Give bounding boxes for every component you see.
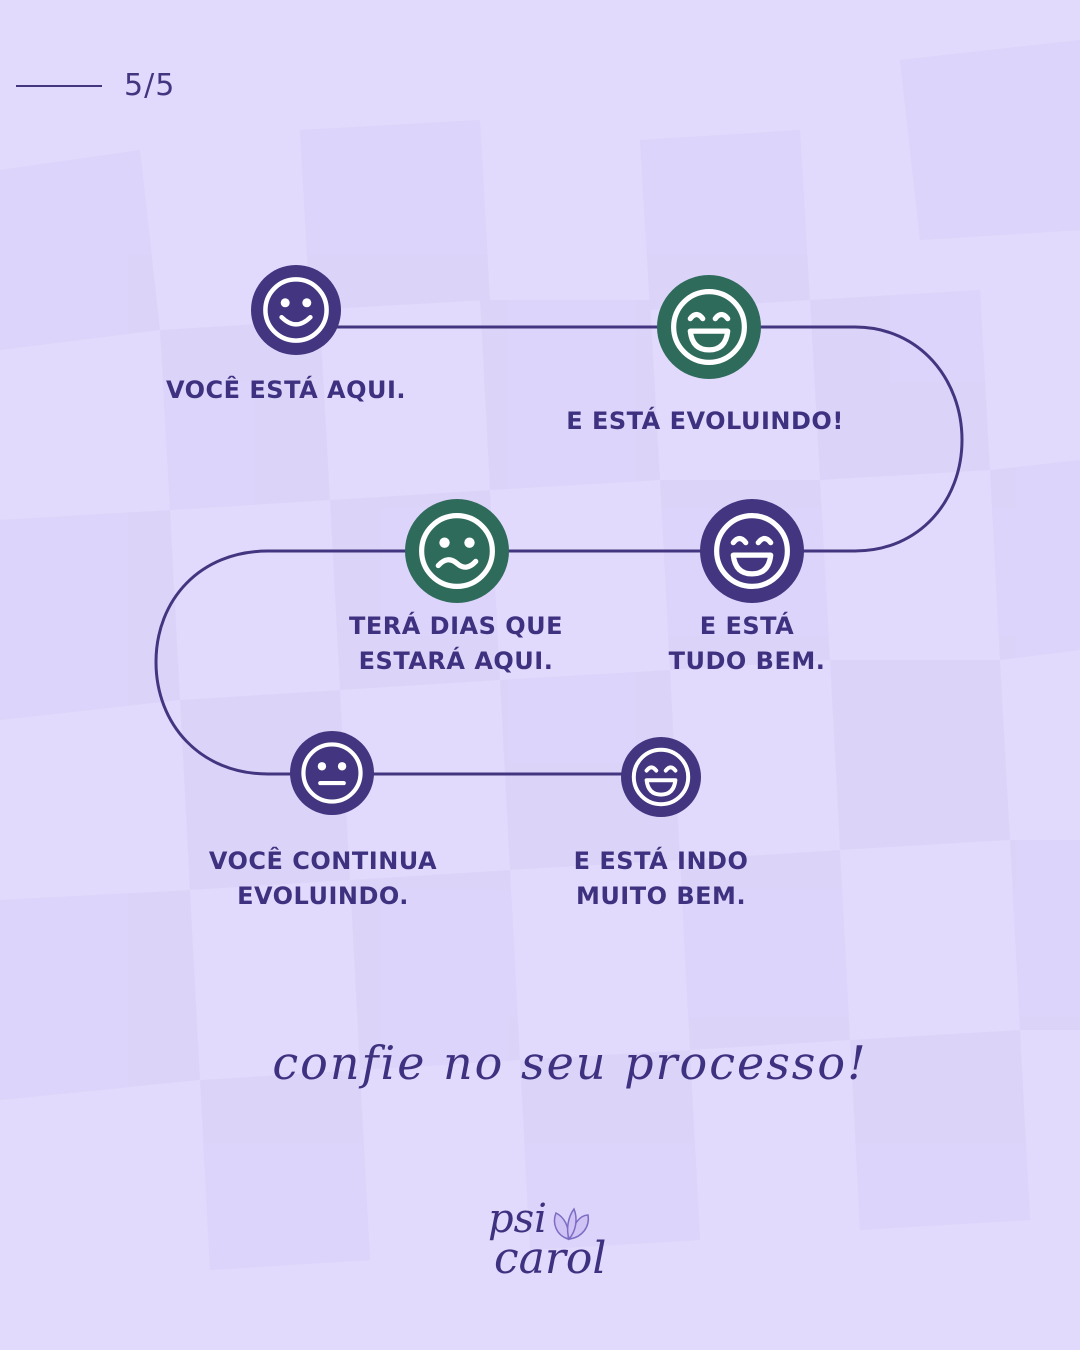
logo-line-2: carol bbox=[494, 1233, 607, 1284]
logo-line-1: psi bbox=[488, 1196, 547, 1242]
smile-icon bbox=[263, 277, 329, 343]
tagline: confie no seu processo! bbox=[272, 1036, 868, 1090]
page-indicator: 5/5 bbox=[124, 68, 176, 103]
step-4-label: TERÁ DIAS QUE ESTARÁ AQUI. bbox=[348, 612, 564, 675]
step-1-face bbox=[251, 265, 341, 355]
neutral-icon bbox=[301, 742, 363, 804]
step-6-face bbox=[621, 737, 701, 817]
step-2-label: E ESTÁ EVOLUINDO! bbox=[566, 407, 844, 435]
grin-icon bbox=[714, 513, 790, 589]
grin-icon bbox=[671, 289, 747, 365]
step-1-label: VOCÊ ESTÁ AQUI. bbox=[165, 376, 407, 404]
step-4-face bbox=[405, 499, 509, 603]
step-6-label: E ESTÁ INDO MUITO BEM. bbox=[573, 847, 749, 910]
step-3-face bbox=[700, 499, 804, 603]
step-5-label: VOCÊ CONTINUA EVOLUINDO. bbox=[208, 847, 438, 910]
step-2-face bbox=[657, 275, 761, 379]
grin-icon bbox=[631, 747, 691, 807]
pager-divider bbox=[16, 85, 102, 87]
flower-icon bbox=[553, 1207, 590, 1241]
worried-icon bbox=[419, 513, 495, 589]
brand-logo: psi carol bbox=[470, 1195, 620, 1295]
step-3-label: E ESTÁ TUDO BEM. bbox=[668, 612, 826, 675]
step-5-face bbox=[290, 731, 374, 815]
